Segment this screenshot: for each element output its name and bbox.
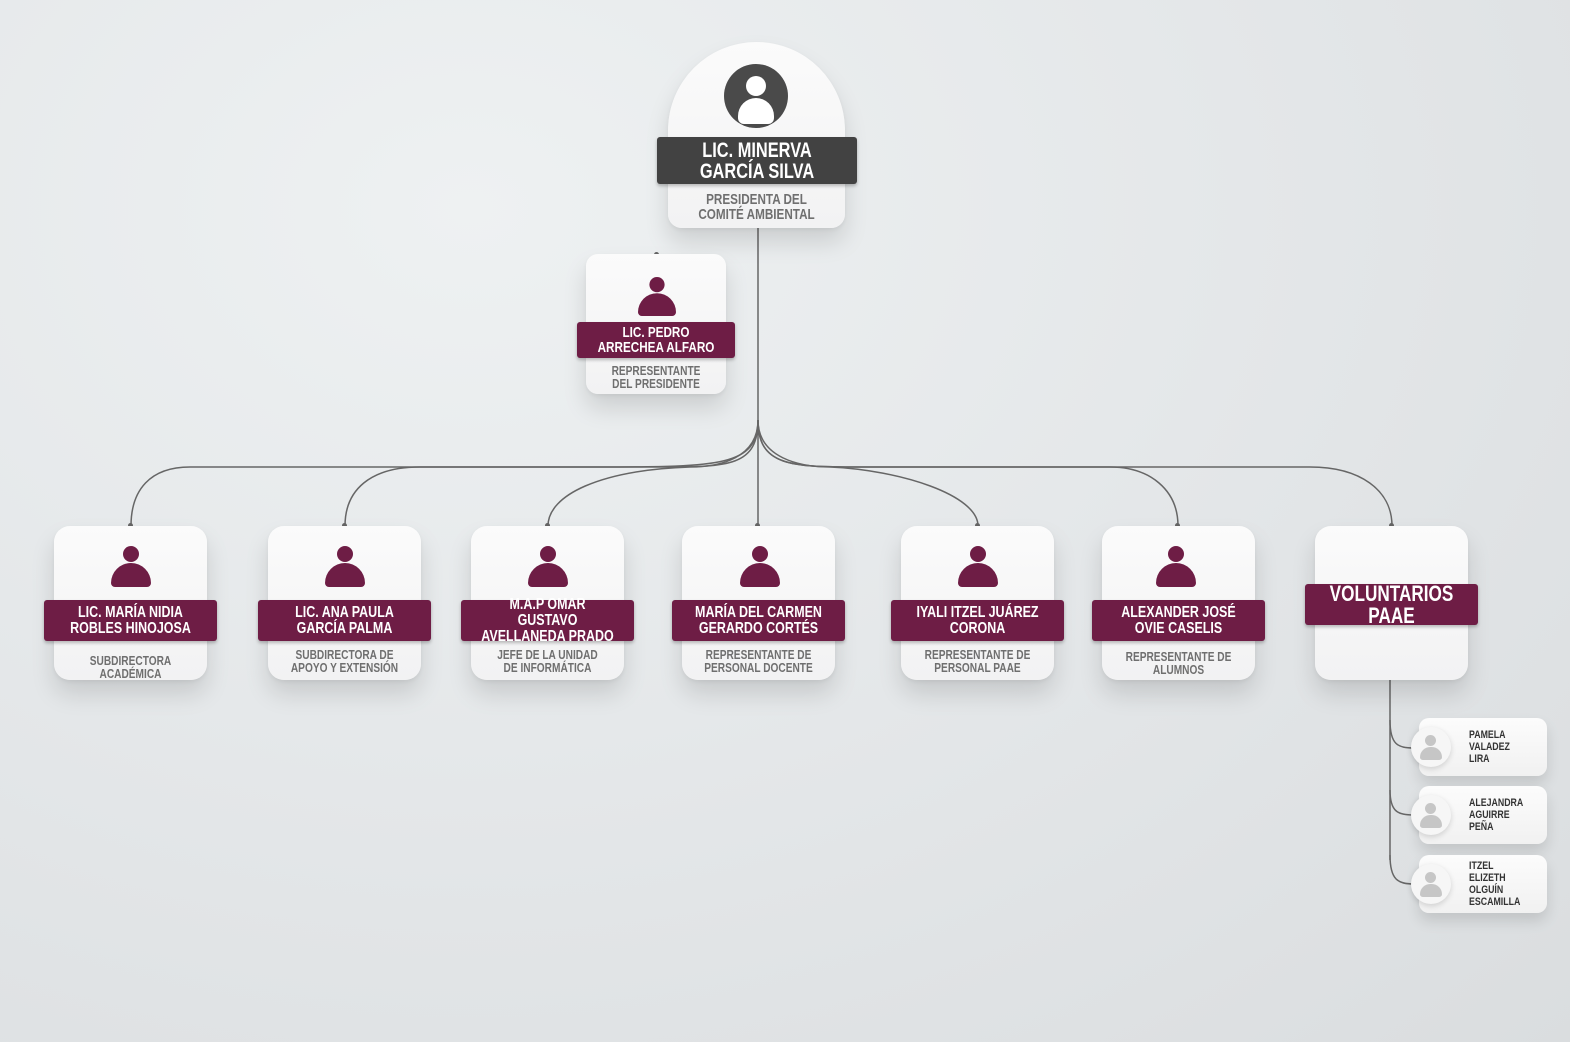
connector-volunteer-3 (1389, 854, 1415, 885)
volunteer-name: PAMELA VALADEZ LIRA (1469, 728, 1510, 766)
representative-role: REPRESENTANTE DEL PRESIDENTE (611, 363, 701, 391)
connector-member-7 (757, 419, 1393, 527)
member-name: IYALI ITZEL JUÁREZ CORONA (891, 600, 1064, 641)
connector-dot (545, 523, 550, 528)
volunteers-title: VOLUNTARIOS PAAE (1305, 582, 1478, 626)
connector-dot (128, 523, 133, 528)
member-name: LIC. ANA PAULA GARCÍA PALMA (258, 600, 431, 641)
president-role: PRESIDENTA DEL COMITÉ AMBIENTAL (698, 191, 815, 223)
president-card: PRESIDENTA DEL COMITÉ AMBIENTAL (668, 42, 845, 228)
user-placeholder-icon (1411, 864, 1451, 904)
volunteer-card: ITZEL ELIZETH OLGUÍN ESCAMILLA (1411, 855, 1547, 913)
member-role: REPRESENTANTE DE PERSONAL DOCENTE (704, 647, 813, 675)
person-icon (1154, 546, 1198, 588)
member-name: M.A.P OMAR GUSTAVO AVELLANEDA PRADO (461, 596, 634, 644)
volunteer-card: PAMELA VALADEZ LIRA (1411, 718, 1547, 776)
connector-volunteer-2 (1389, 789, 1415, 816)
user-placeholder-icon (1411, 795, 1451, 835)
connector-dot (1389, 523, 1394, 528)
person-icon (323, 546, 367, 588)
member-role: SUBDIRECTORA DE APOYO Y EXTENSIÓN (290, 647, 399, 675)
user-circle-icon (724, 64, 788, 128)
person-icon (956, 546, 1000, 588)
user-placeholder-icon (1411, 727, 1451, 767)
person-icon (738, 546, 782, 588)
volunteer-name: ITZEL ELIZETH OLGUÍN ESCAMILLA (1469, 859, 1521, 909)
member-role: REPRESENTANTE DE ALUMNOS (1125, 649, 1232, 677)
person-icon (109, 546, 153, 588)
connector-dot (975, 523, 980, 528)
connector-dot (342, 523, 347, 528)
connector-member-6 (757, 419, 1179, 527)
person-icon (636, 277, 678, 317)
connector-dot (755, 523, 760, 528)
president-name: LIC. MINERVA GARCÍA SILVA (657, 137, 857, 184)
connector-volunteer-1 (1389, 719, 1415, 749)
connector-dot (1175, 523, 1180, 528)
connector-member-5 (757, 419, 979, 527)
volunteer-name: ALEJANDRA AGUIRRE PEÑA (1469, 796, 1523, 834)
member-role: SUBDIRECTORA ACADÉMICA (89, 653, 172, 681)
person-icon (526, 546, 570, 588)
connector-member-2 (344, 419, 759, 527)
connector-member-1 (130, 419, 759, 527)
member-name: LIC. MARÍA NIDIA ROBLES HINOJOSA (44, 600, 217, 641)
connector-member-3 (547, 419, 759, 527)
member-role: REPRESENTANTE DE PERSONAL PAAE (924, 647, 1031, 675)
member-role: JEFE DE LA UNIDAD DE INFORMÁTICA (497, 647, 598, 675)
member-name: MARÍA DEL CARMEN GERARDO CORTÉS (672, 600, 845, 641)
volunteer-card: ALEJANDRA AGUIRRE PEÑA (1411, 786, 1547, 844)
representative-name: LIC. PEDRO ARRECHEA ALFARO (577, 322, 735, 358)
member-name: ALEXANDER JOSÉ OVIE CASELIS (1092, 600, 1265, 641)
